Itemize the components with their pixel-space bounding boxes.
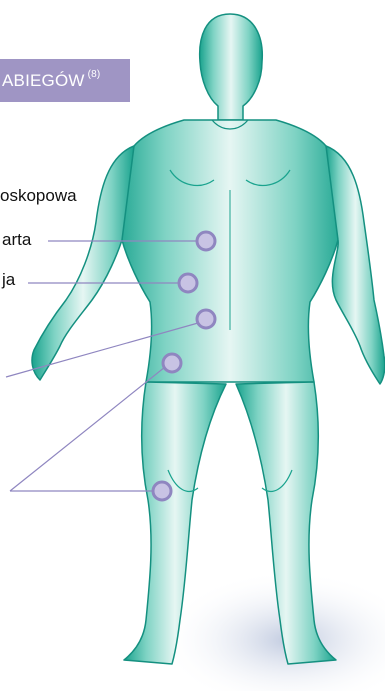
marker-thigh (163, 354, 181, 372)
marker-abdomen-upper (197, 232, 215, 250)
ground-shadow (160, 570, 385, 691)
marker-knee (153, 482, 171, 500)
right-arm (326, 146, 385, 384)
marker-groin (197, 310, 215, 328)
human-body (32, 14, 385, 664)
marker-abdomen-mid (179, 274, 197, 292)
head (200, 14, 263, 120)
